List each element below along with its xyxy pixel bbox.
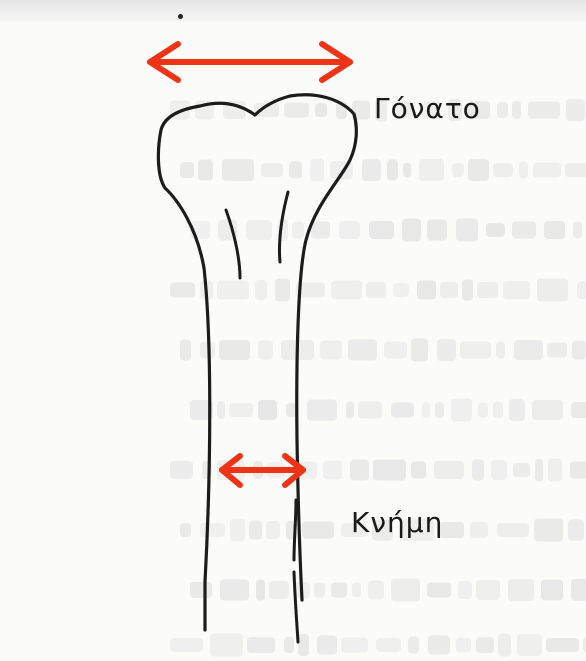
inner-ridge-right bbox=[279, 192, 288, 262]
knee-label: Γόνατο bbox=[374, 92, 481, 125]
tibia-shaft-right-edge bbox=[294, 500, 296, 560]
tibia-shaft-right-lower bbox=[294, 572, 298, 642]
shaft-width-arrow-icon bbox=[222, 456, 303, 485]
tibia-bone-outline bbox=[158, 95, 356, 600]
inner-ridge-left bbox=[226, 210, 240, 278]
tibia-label: Κνήμη bbox=[351, 506, 443, 539]
knee-width-arrow-icon bbox=[150, 44, 350, 80]
